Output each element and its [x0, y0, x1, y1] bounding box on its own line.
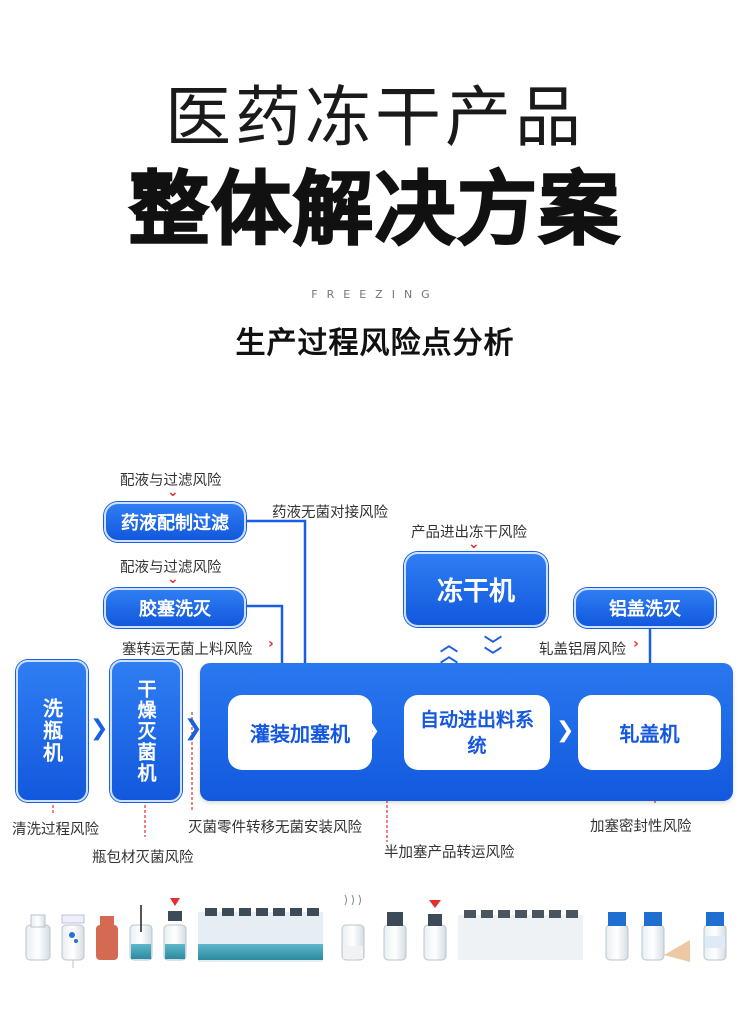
dry-sterilize-box: 干燥灭菌机	[110, 660, 182, 802]
stoppering-vial-icon	[163, 898, 187, 961]
empty-vial-icon	[25, 914, 51, 961]
vial-stopper-icon	[383, 912, 407, 961]
chevron-right-icon: ›	[633, 636, 639, 652]
vial-tray-icon	[458, 910, 583, 960]
risk-label: 塞转运无菌上料风险	[122, 642, 253, 658]
stopper-wash-box: 胶塞洗灭	[104, 588, 246, 628]
risk-label: 瓶包材灭菌风险	[92, 850, 194, 866]
chevron-right-icon: ❯	[556, 718, 575, 743]
double-chevron-down-icon: ﹀﹀	[484, 635, 502, 667]
risk-label: 清洗过程风险	[12, 822, 99, 838]
risk-label: 药液无菌对接风险	[272, 505, 388, 521]
freeze-drying-vial-icon	[341, 894, 365, 961]
chevron-right-icon: ❯	[184, 716, 203, 741]
risk-label: 产品进出冻干风险	[411, 525, 527, 541]
chevron-down-icon: ⌄	[167, 484, 179, 500]
labeled-vial-icon	[703, 912, 727, 961]
freeze-dryer-box: 冻干机	[404, 552, 548, 627]
risk-label: 配液与过滤风险	[120, 473, 222, 489]
vial-tray-icon	[198, 908, 323, 962]
risk-label: 灭菌零件转移无菌安装风险	[188, 820, 362, 836]
filling-stoppering-box: 灌装加塞机	[228, 695, 372, 770]
risk-label: 加塞密封性风险	[590, 819, 692, 835]
chevron-right-icon: ❯	[90, 716, 109, 741]
washing-vial-icon	[61, 914, 85, 968]
main-title-line1: 医药冻干产品	[165, 79, 585, 156]
chevron-down-icon: ⌄	[167, 571, 179, 587]
liquid-filtration-box: 药液配制过滤	[104, 502, 246, 542]
filled-vial-icon	[129, 905, 153, 961]
filtration-to-filling-line	[244, 519, 307, 700]
capping-box: 轧盖机	[578, 695, 721, 770]
section-subtitle: 生产过程风险点分析	[235, 326, 515, 361]
capped-vial-icon	[605, 912, 629, 961]
chevron-right-icon: ›	[268, 636, 274, 652]
risk-label: 半加塞产品转运风险	[384, 845, 515, 861]
risk-label: 配液与过滤风险	[120, 560, 222, 576]
aluminum-cap-wash-box: 铝盖洗灭	[574, 588, 716, 628]
auto-loading-box: 自动进出料系统	[404, 695, 550, 770]
sterilized-vial-icon	[96, 916, 118, 960]
chevron-down-icon: ⌄	[468, 536, 480, 552]
risk-label: 轧盖铝屑风险	[539, 642, 626, 658]
inspection-vial-icon	[641, 912, 690, 962]
double-chevron-up-icon: ︿︿	[440, 635, 458, 667]
main-title-line2: 整体解决方案	[128, 162, 621, 257]
bottle-wash-box: 洗瓶机	[16, 660, 88, 802]
english-caption: FREEZING	[311, 288, 439, 301]
pressing-stopper-vial-icon	[423, 900, 447, 961]
